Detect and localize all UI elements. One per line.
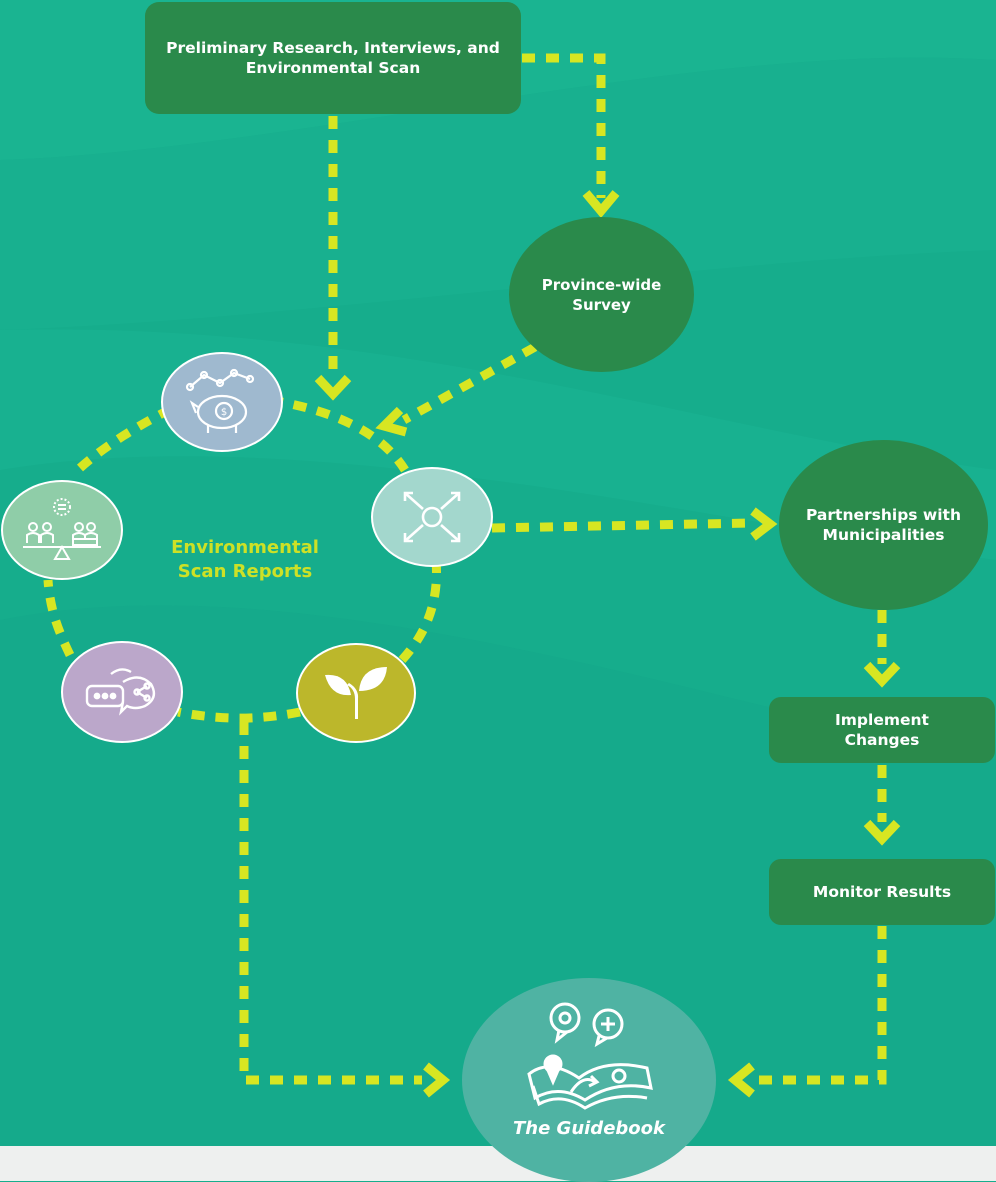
connector-ring-partnerships bbox=[491, 518, 753, 533]
arrowhead-ring-right bbox=[375, 406, 408, 437]
arrowhead-partnerships bbox=[750, 507, 778, 541]
connector-monitor-guidebook bbox=[752, 926, 887, 1085]
chat-share-circle bbox=[61, 641, 183, 743]
chat-share-icon bbox=[85, 668, 156, 716]
node-implement: Implement Changes bbox=[769, 697, 995, 763]
svg-text:$: $ bbox=[221, 407, 227, 418]
node-preliminary-label: Preliminary Research, Interviews, and En… bbox=[166, 39, 500, 77]
expand-arrows-icon bbox=[403, 491, 461, 543]
arrowhead-ring-top bbox=[314, 374, 352, 401]
connector-survey-ring bbox=[401, 343, 538, 424]
arrowhead-guidebook-left bbox=[423, 1062, 451, 1098]
balance-people-circle bbox=[1, 480, 123, 580]
piggy-bank-circle: $ bbox=[161, 352, 283, 452]
env-ring bbox=[43, 395, 442, 723]
expand-arrows-circle bbox=[371, 467, 493, 567]
arrowhead-implement bbox=[863, 661, 901, 688]
guidebook-label: The Guidebook bbox=[512, 1118, 665, 1139]
node-preliminary-research: Preliminary Research, Interviews, and En… bbox=[145, 2, 521, 114]
piggy-bank-icon: $ bbox=[185, 368, 255, 433]
map-book-icon bbox=[527, 1002, 653, 1110]
node-monitor-label: Monitor Results bbox=[812, 883, 952, 901]
connector-prelim-survey bbox=[522, 53, 606, 198]
node-partnerships: Partnerships with Municipalities bbox=[779, 440, 988, 610]
arrowhead-survey bbox=[582, 190, 620, 219]
environmental-scan-label: Environmental Scan Reports bbox=[171, 537, 319, 582]
node-monitor: Monitor Results bbox=[769, 859, 995, 925]
arrowhead-monitor bbox=[863, 819, 901, 846]
arrowhead-guidebook-right bbox=[727, 1062, 755, 1098]
node-guidebook: The Guidebook bbox=[462, 978, 716, 1182]
node-implement-label: Implement Changes bbox=[835, 711, 929, 749]
sprout-icon bbox=[325, 667, 387, 719]
node-survey-label: Province-wide Survey bbox=[541, 275, 662, 314]
node-partnerships-label: Partnerships with Municipalities bbox=[805, 506, 961, 544]
balance-people-icon bbox=[23, 498, 101, 560]
sprout-circle bbox=[296, 643, 416, 743]
connector-ring-guidebook bbox=[239, 722, 422, 1085]
node-survey: Province-wide Survey bbox=[509, 217, 694, 372]
